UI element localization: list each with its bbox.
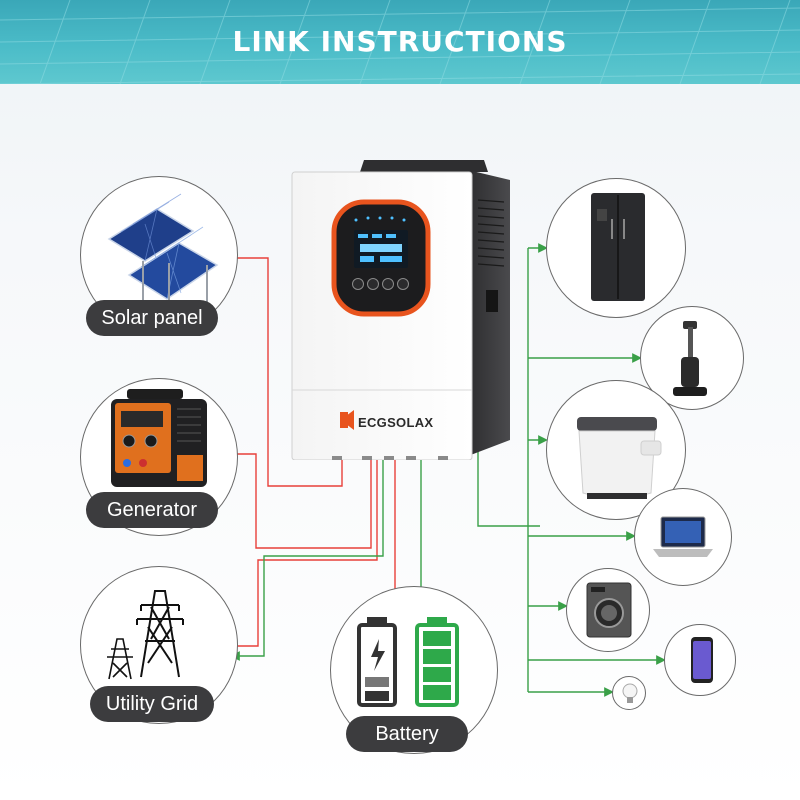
- smartphone-icon: [691, 637, 713, 683]
- load-laptop: [634, 488, 732, 586]
- refrigerator-icon: [591, 193, 645, 301]
- load-refrigerator: [546, 178, 686, 318]
- battery-label: Battery: [346, 716, 468, 752]
- inverter-brand-label: ECGSOLAX: [358, 415, 434, 430]
- grid-input-wire: [230, 450, 382, 647]
- inverter: ECGSOLAX: [288, 160, 514, 461]
- solar-panel-icon: [107, 193, 219, 309]
- generator-input-wire: [234, 450, 376, 549]
- generator-label: Generator: [86, 492, 218, 528]
- output-bus-wire: [477, 430, 540, 527]
- power-tower-icon: [107, 590, 184, 680]
- light-bulb-icon: [622, 683, 638, 703]
- solar-input-wire: [232, 257, 347, 487]
- washing-machine-icon: [586, 582, 632, 638]
- inverter-illustration: [291, 160, 510, 461]
- generator-icon: [111, 389, 207, 487]
- grid-output-wire: [230, 452, 384, 661]
- load-light-bulb: [612, 676, 646, 710]
- utility-grid-label: Utility Grid: [90, 686, 214, 722]
- load-smartphone: [664, 624, 736, 696]
- battery-icon: [357, 617, 459, 707]
- vacuum-cleaner-icon: [673, 321, 707, 396]
- air-fryer-icon: [577, 417, 662, 499]
- load-washing-machine: [566, 568, 650, 652]
- page-title: LINK INSTRUCTIONS: [232, 25, 568, 58]
- laptop-icon: [653, 516, 713, 557]
- header-banner: LINK INSTRUCTIONS: [0, 0, 800, 84]
- solar-panel-label: Solar panel: [86, 300, 218, 336]
- solar-grid-pattern: [0, 0, 800, 84]
